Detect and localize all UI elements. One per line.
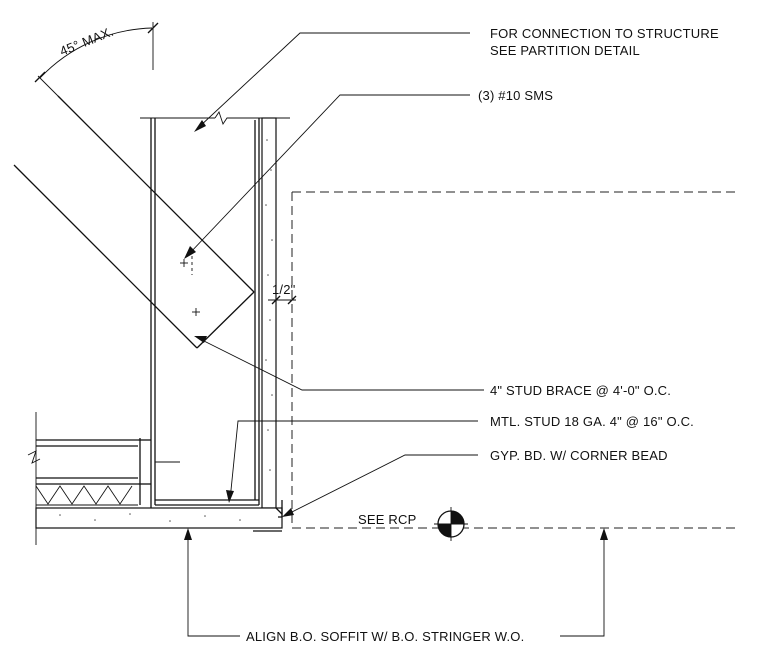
screw-marks: [180, 259, 200, 316]
gypsum-board: [35, 117, 283, 532]
diagonal-brace-lines: [13, 95, 255, 349]
angle-dimension: 45° MAX.: [34, 22, 159, 99]
see-rcp-label: SEE RCP: [358, 512, 416, 527]
note-connection-line1: FOR CONNECTION TO STRUCTURE: [490, 26, 719, 41]
note-screws: (3) #10 SMS: [478, 88, 553, 103]
stud-wall: [140, 110, 290, 508]
existing-joist: [27, 412, 180, 545]
notes: FOR CONNECTION TO STRUCTURE SEE PARTITIO…: [246, 26, 719, 644]
note-stud-brace: 4" STUD BRACE @ 4'-0" O.C.: [490, 383, 671, 398]
note-gyp-bd: GYP. BD. W/ CORNER BEAD: [490, 448, 668, 463]
soffit-dashed-outline: [291, 191, 740, 529]
leader-lines: [184, 32, 608, 637]
note-align-soffit: ALIGN B.O. SOFFIT W/ B.O. STRINGER W.O.: [246, 629, 524, 644]
note-metal-stud: MTL. STUD 18 GA. 4" @ 16" O.C.: [490, 414, 694, 429]
note-connection-line2: SEE PARTITION DETAIL: [490, 43, 640, 58]
dimension-half-inch: 1/2": [268, 282, 297, 305]
reference-marker: SEE RCP: [358, 507, 468, 541]
dimension-label: 1/2": [272, 282, 296, 297]
angle-label: 45° MAX.: [58, 24, 116, 59]
